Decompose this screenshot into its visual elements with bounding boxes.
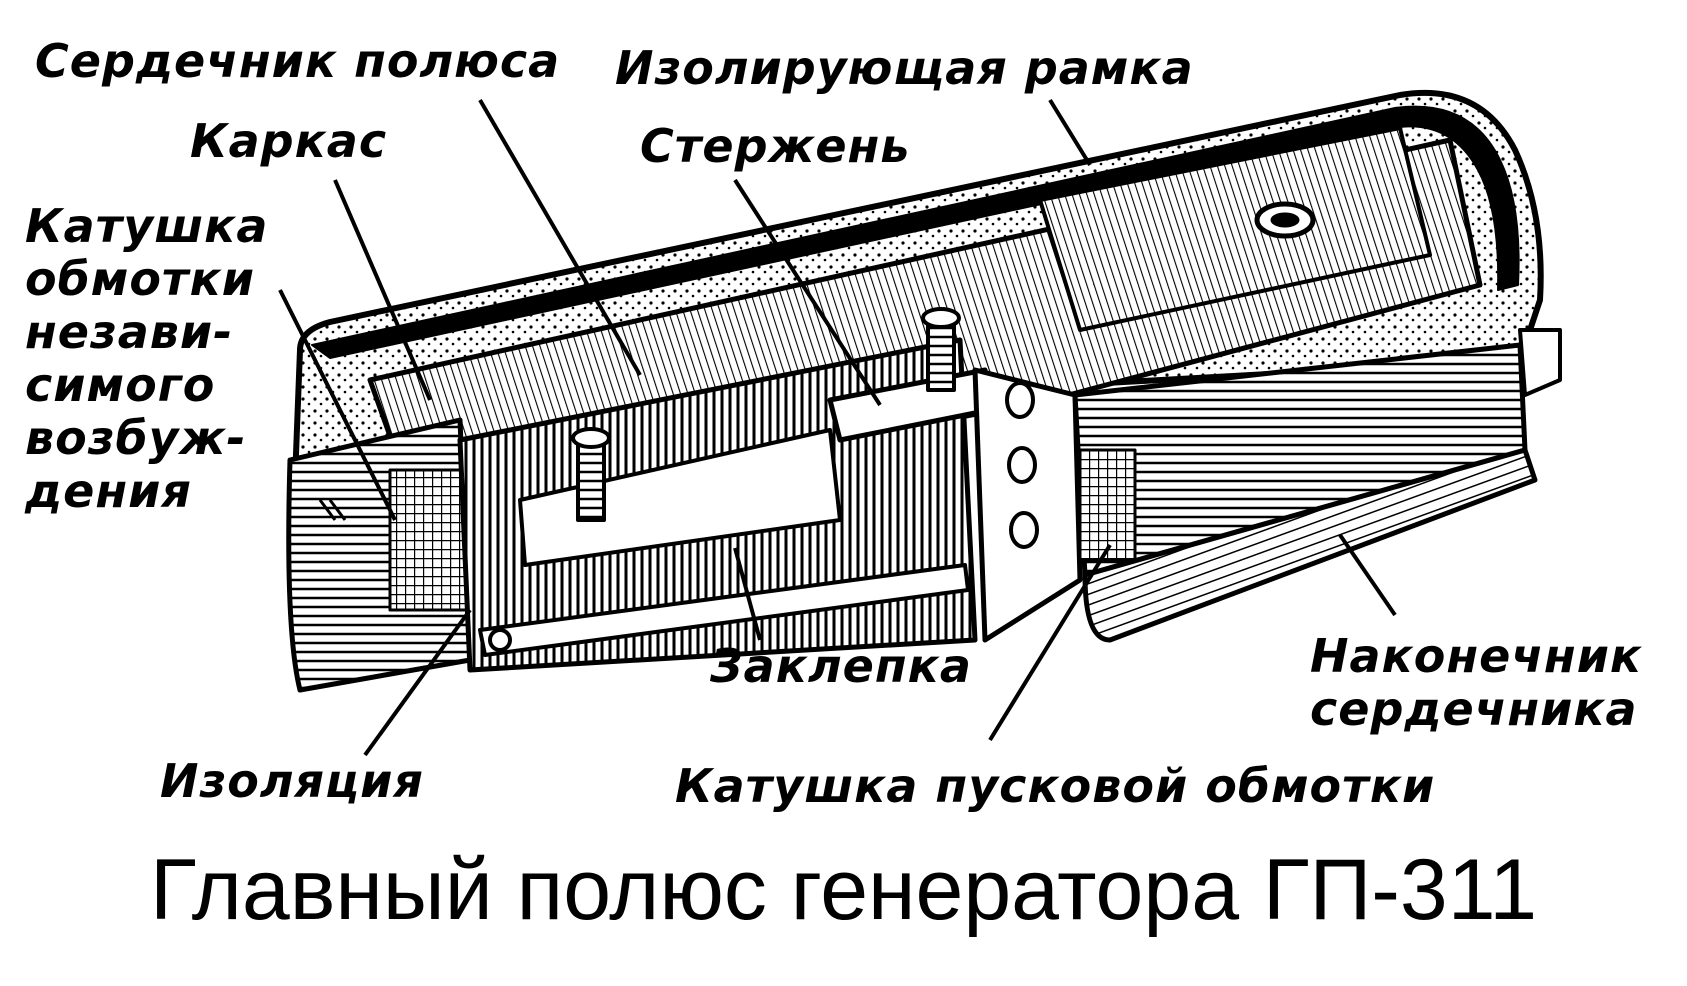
leader-pole-core	[478, 98, 642, 377]
core-tip-face	[972, 367, 1083, 643]
left-coil-grid	[388, 468, 472, 612]
rivet-shank-right	[926, 318, 956, 392]
inner-panel	[1038, 126, 1432, 332]
leader-frame	[333, 179, 432, 401]
label-starting-coil: Катушка пусковой обмотки	[675, 759, 1436, 813]
leader-insulating-frame	[1048, 98, 1092, 167]
core-tip-lower	[1082, 447, 1538, 643]
label-independent-coil: Катушка обмотки незави- симого возбуж- д…	[25, 199, 269, 518]
leader-core-tip	[1338, 533, 1397, 617]
starting-coil-grid	[1078, 448, 1137, 562]
leader-independent-coil	[278, 289, 397, 521]
leader-rivet	[733, 547, 762, 641]
figure-caption: Главный полюс генератора ГП-311	[149, 842, 1538, 938]
pole-body	[286, 89, 1562, 693]
rivet-bar	[478, 563, 970, 657]
label-insulation: Изоляция	[160, 754, 424, 808]
cutaway-window	[518, 428, 842, 567]
label-core-tip: Наконечник сердечника	[1310, 629, 1643, 736]
leader-lines	[278, 98, 1397, 757]
label-frame: Каркас	[190, 114, 388, 168]
end-lug	[1518, 328, 1562, 397]
label-rod: Стержень	[640, 119, 911, 173]
leader-insulation	[363, 608, 472, 757]
label-insulating-frame: Изолирующая рамка	[615, 41, 1194, 95]
label-pole-core: Сердечник полюса	[35, 34, 561, 88]
leader-starting-coil	[988, 543, 1112, 742]
rivet-shank-left	[576, 438, 606, 522]
label-rivet: Заклепка	[710, 639, 972, 693]
leader-rod	[733, 178, 882, 407]
